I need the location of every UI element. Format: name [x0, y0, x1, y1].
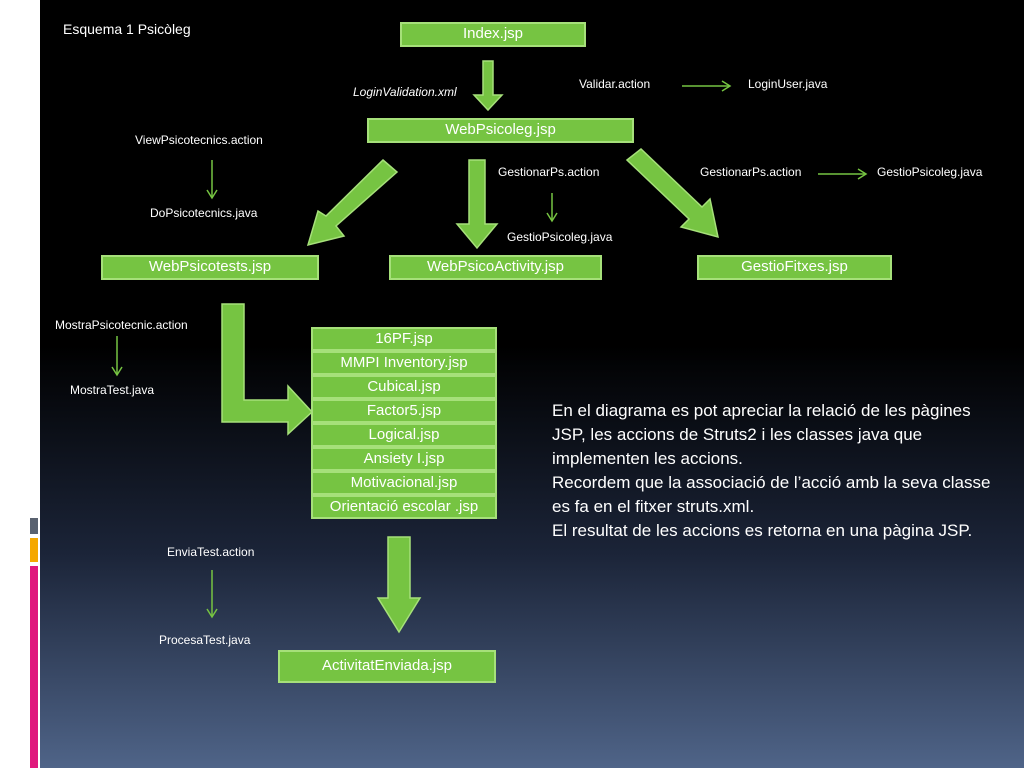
description-line: Recordem que la associació de l’acció am… [552, 473, 991, 492]
box-webpsicoactivity: WebPsicoActivity.jsp [389, 255, 602, 280]
label-view-psicotecnics-action: ViewPsicotecnics.action [135, 133, 263, 147]
test-pages-stack: 16PF.jsp MMPI Inventory.jsp Cubical.jsp … [311, 327, 497, 519]
label-gestio-psicoleg-2: GestioPsicoleg.java [877, 165, 983, 179]
test-page-item: Orientació escolar .jsp [311, 495, 497, 519]
test-page-item: Factor5.jsp [311, 399, 497, 423]
arrow-index-to-webpsicoleg [472, 60, 504, 112]
label-login-validation: LoginValidation.xml [353, 85, 457, 99]
test-page-item: Motivacional.jsp [311, 471, 497, 495]
label-procesa-test: ProcesaTest.java [159, 633, 251, 647]
arrow-to-webpsicoactivity [455, 159, 499, 250]
label-mostra-test: MostraTest.java [70, 383, 155, 397]
deco-bar-gray [30, 518, 38, 534]
test-page-item: Ansiety I.jsp [311, 447, 497, 471]
deco-bar-orange [30, 538, 38, 562]
label-gestionar-ps-action-2: GestionarPs.action [700, 165, 802, 179]
box-gestiofitxes: GestioFitxes.jsp [697, 255, 892, 280]
label-validar-action: Validar.action [579, 77, 651, 91]
label-do-psicotecnics: DoPsicotecnics.java [150, 206, 258, 220]
test-page-item: MMPI Inventory.jsp [311, 351, 497, 375]
description-line: En el diagrama es pot apreciar la relaci… [552, 401, 971, 420]
label-login-user: LoginUser.java [748, 77, 828, 91]
arrow-to-webpsicotests [306, 158, 399, 247]
description-line: El resultat de les accions es retorna en… [552, 521, 973, 540]
label-gestio-psicoleg-1: GestioPsicoleg.java [507, 230, 613, 244]
test-page-item: 16PF.jsp [311, 327, 497, 351]
test-page-item: Logical.jsp [311, 423, 497, 447]
box-activitatenviada: ActivitatEnviada.jsp [278, 650, 496, 683]
description-line: es fa en el fitxer struts.xml. [552, 497, 755, 516]
deco-bar-magenta [30, 566, 38, 768]
test-page-item: Cubical.jsp [311, 375, 497, 399]
description-line: implementen les accions. [552, 449, 743, 468]
books-icon [18, 12, 40, 114]
box-index: Index.jsp [400, 22, 586, 47]
description-line: JSP, les accions de Struts2 i les classe… [552, 425, 923, 444]
description-text: En el diagrama es pot apreciar la relaci… [552, 399, 1017, 543]
label-mostra-psicotecnic-action: MostraPsicotecnic.action [55, 318, 188, 332]
box-webpsicotests: WebPsicotests.jsp [101, 255, 319, 280]
arrow-stack-to-enviada [376, 536, 422, 634]
arrow-tests-to-stack [221, 303, 314, 436]
arrow-to-gestiofitxes [625, 148, 719, 239]
box-webpsicoleg: WebPsicoleg.jsp [367, 118, 634, 143]
label-envia-test-action: EnviaTest.action [167, 545, 255, 559]
label-gestionar-ps-action-1: GestionarPs.action [498, 165, 600, 179]
slide-title: Esquema 1 Psicòleg [63, 21, 191, 37]
